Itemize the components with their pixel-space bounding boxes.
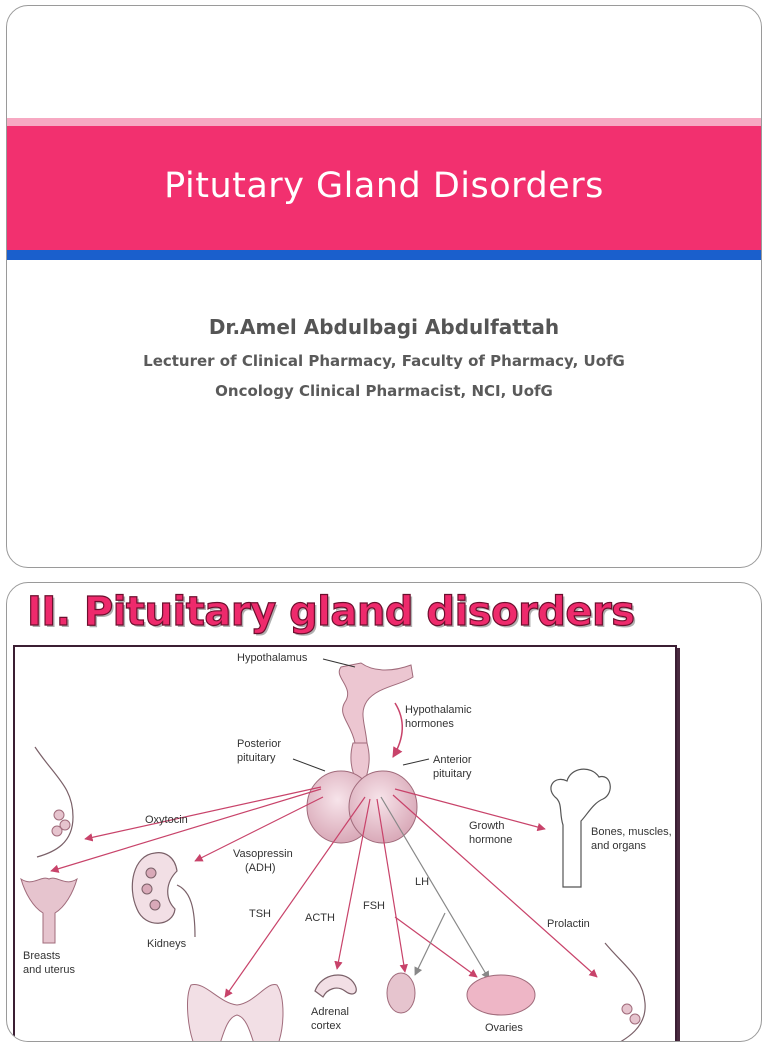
label-vasopressin-2: (ADH) — [245, 862, 276, 874]
fsh-arrow — [376, 798, 408, 973]
label-oxytocin: Oxytocin — [145, 814, 188, 826]
label-adrenal-2: cortex — [311, 1020, 341, 1032]
hypothalamic-arrow — [392, 702, 403, 758]
title-band — [7, 126, 761, 250]
oxytocin-arrow-lower — [50, 788, 322, 873]
slide-title-text: Pitutary Gland Disorders — [164, 166, 604, 206]
label-bones-2: and organs — [591, 840, 647, 852]
pink-accent-bar — [7, 118, 761, 126]
slide-title: Pitutary Gland Disorders Dr.Amel Abdulba… — [6, 5, 762, 568]
blue-divider — [7, 250, 761, 260]
growth-hormone-arrow — [394, 788, 546, 832]
bone-shape — [550, 768, 611, 888]
prolactin-arrow — [392, 794, 598, 978]
kidney-shape — [131, 852, 178, 924]
label-acth: ACTH — [305, 912, 335, 924]
anterior-pituitary-shape — [348, 770, 418, 844]
tsh-arrow — [224, 796, 366, 998]
diagram-svg: Hypothalamus Hypothalamic hormones Poste… — [20, 652, 672, 1041]
lh-branch-arrow — [414, 912, 446, 976]
label-hypothalamus: Hypothalamus — [237, 652, 308, 664]
fsh-branch-arrow — [394, 916, 478, 978]
label-growth-2: hormone — [469, 834, 512, 846]
breast-shape-left — [34, 746, 74, 858]
thyroid-shape — [187, 984, 284, 1041]
label-kidneys: Kidneys — [147, 938, 187, 950]
label-hypothalamic-2: hormones — [405, 718, 454, 730]
label-posterior-2: pituitary — [237, 752, 276, 764]
label-breasts-2: and uterus — [23, 964, 75, 976]
lh-arrow — [380, 796, 490, 980]
label-breasts-1: Breasts — [23, 950, 61, 962]
slide-pituitary-disorders: II. Pituitary gland disorders — [6, 582, 762, 1042]
acth-arrow — [334, 798, 371, 970]
breast-shape-right — [604, 942, 646, 1041]
adrenal-shape — [314, 974, 357, 998]
label-growth-1: Growth — [469, 820, 504, 832]
label-vasopressin-1: Vasopressin — [233, 848, 293, 860]
hypothalamus-shape — [338, 662, 414, 744]
oxytocin-arrow-upper — [84, 786, 322, 842]
label-prolactin: Prolactin — [547, 918, 590, 930]
author-affiliation-1: Lecturer of Clinical Pharmacy, Faculty o… — [143, 352, 625, 370]
ovary-shape — [466, 974, 536, 1016]
uterus-shape — [20, 877, 78, 944]
testis-shape — [386, 972, 416, 1014]
label-adrenal-1: Adrenal — [311, 1006, 349, 1018]
label-fsh: FSH — [363, 900, 385, 912]
label-anterior-1: Anterior — [433, 754, 472, 766]
label-hypothalamic-1: Hypothalamic — [405, 704, 472, 716]
author-affiliation-2: Oncology Clinical Pharmacist, NCI, UofG — [215, 382, 553, 400]
slide-heading: II. Pituitary gland disorders — [26, 588, 635, 635]
label-lh: LH — [415, 876, 429, 888]
pituitary-hormone-diagram: Hypothalamus Hypothalamic hormones Poste… — [13, 645, 677, 1041]
label-bones-1: Bones, muscles, — [591, 826, 672, 838]
vasopressin-arrow — [194, 796, 324, 862]
label-anterior-2: pituitary — [433, 768, 472, 780]
label-posterior-1: Posterior — [237, 738, 281, 750]
label-tsh: TSH — [249, 908, 271, 920]
author-name: Dr.Amel Abdulbagi Abdulfattah — [208, 315, 560, 339]
